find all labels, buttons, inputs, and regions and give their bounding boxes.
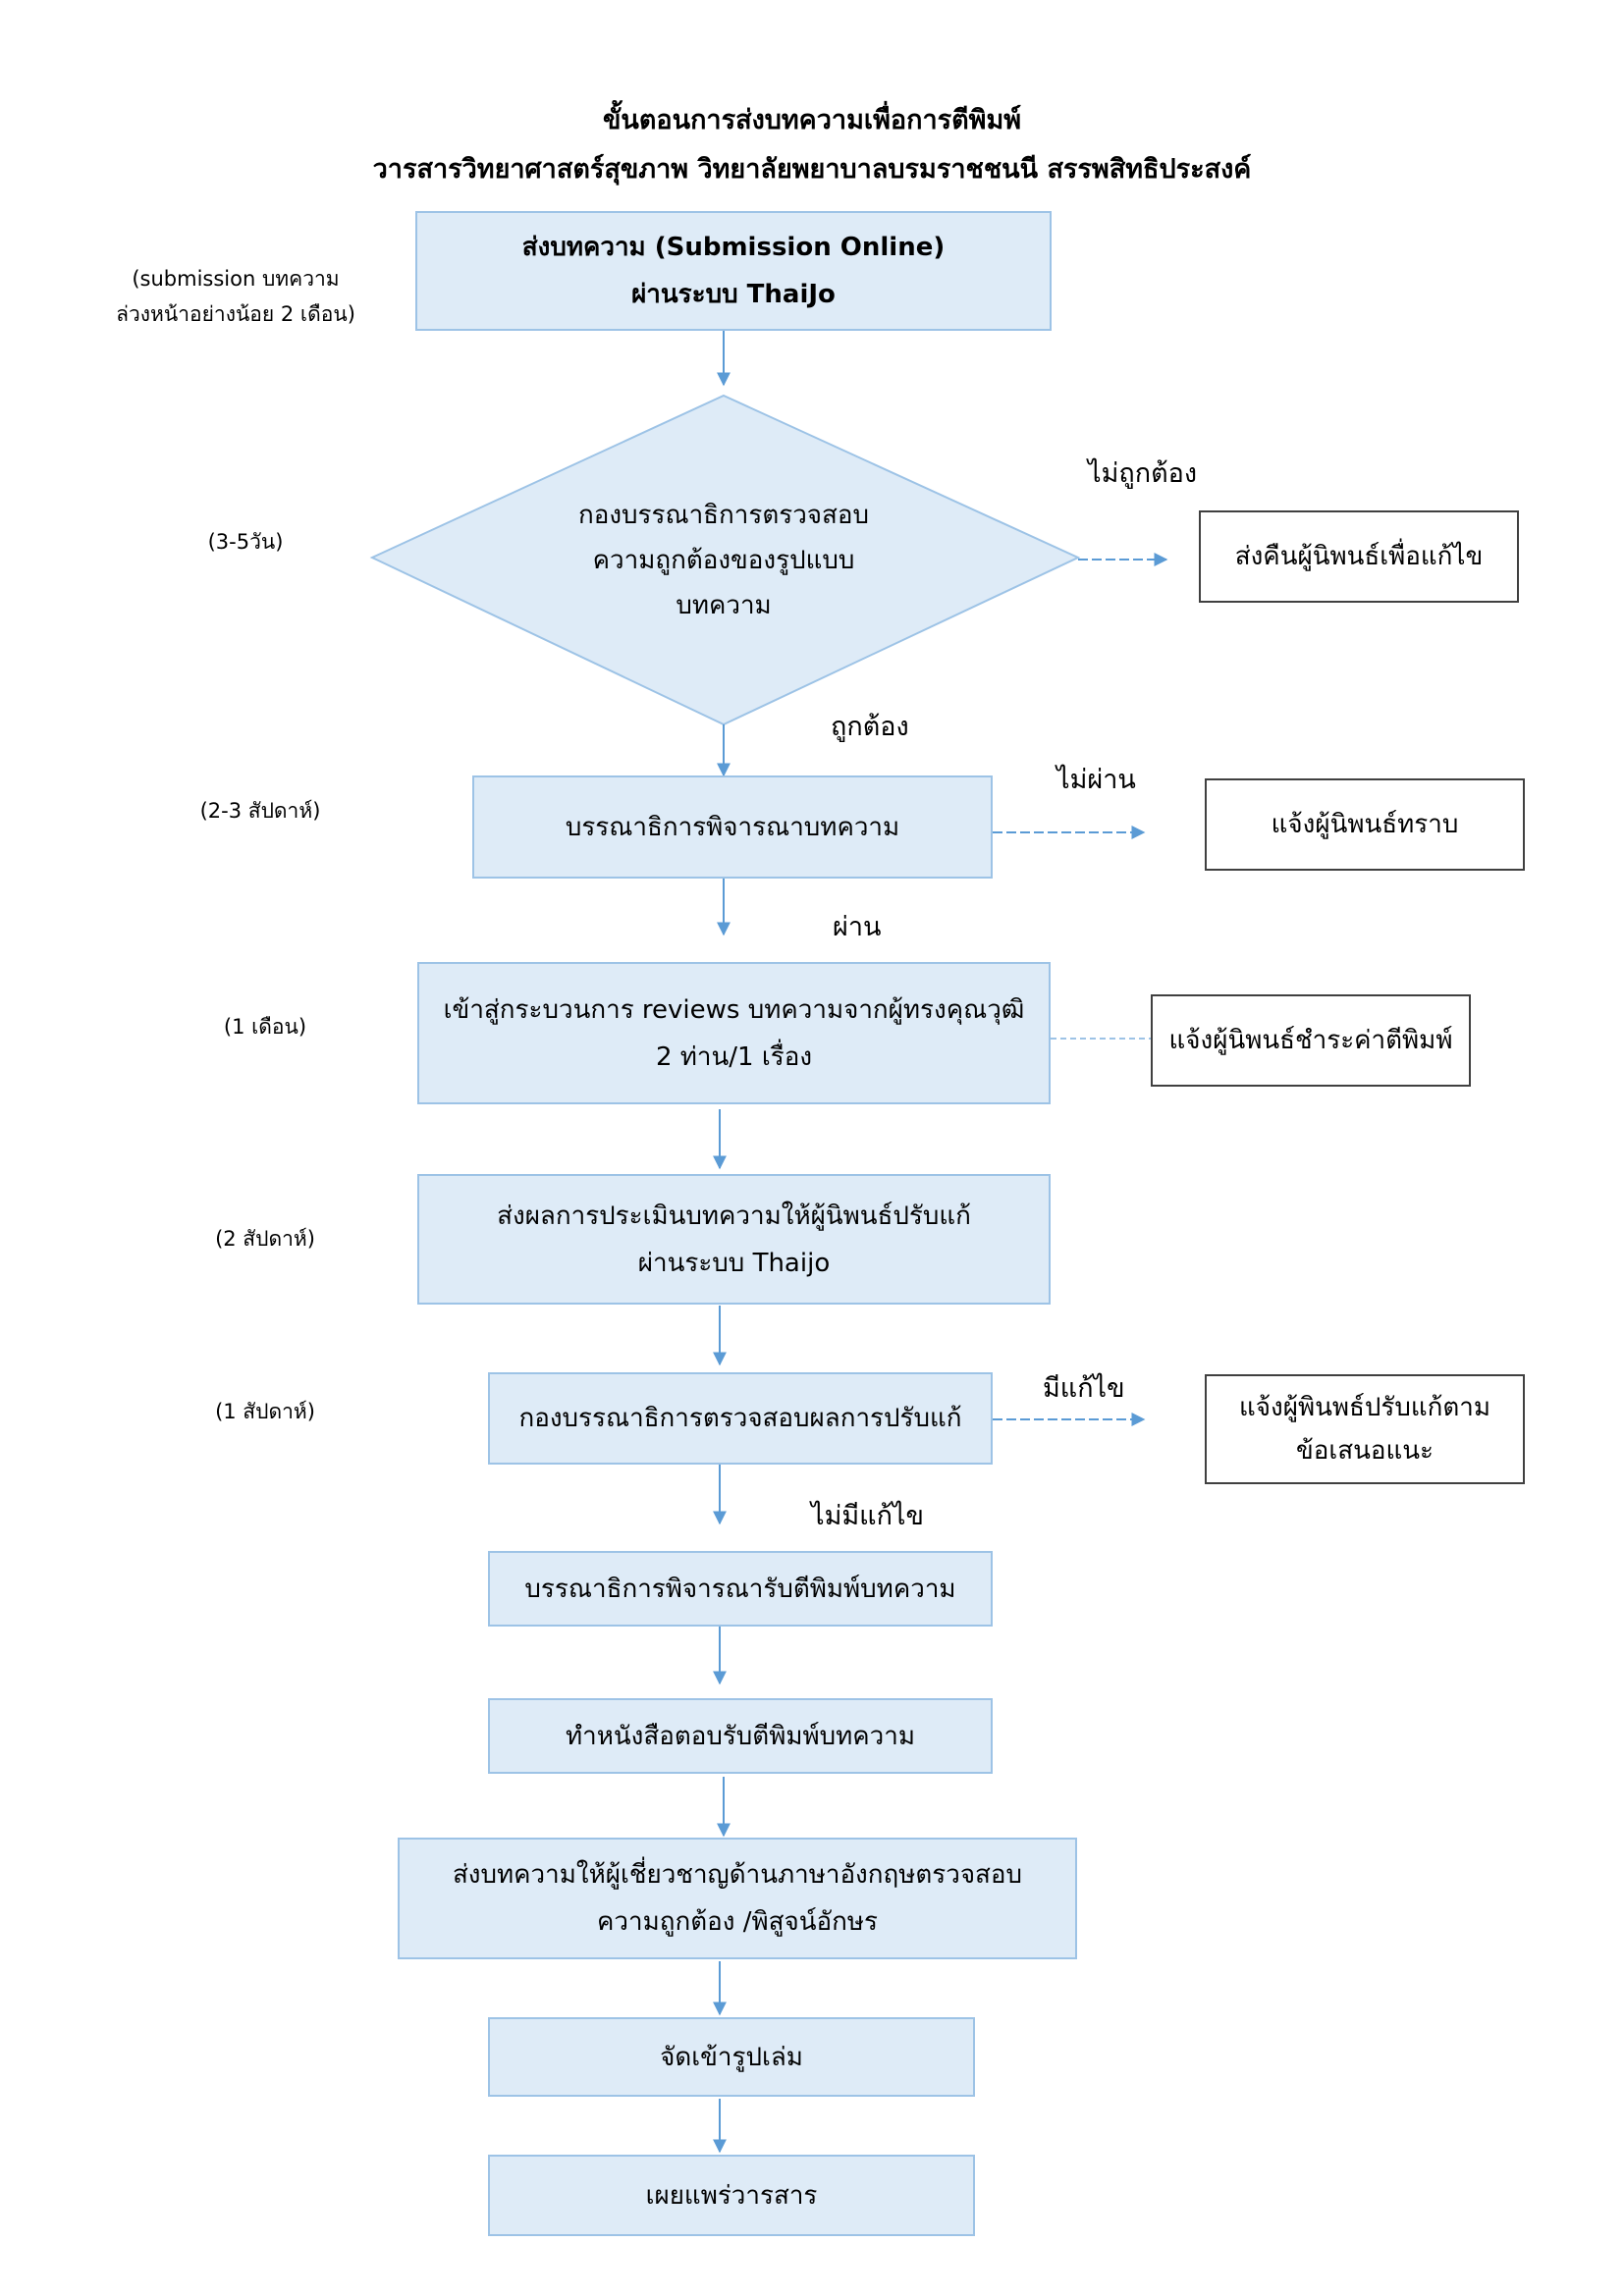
side-return: ส่งคืนผู้นิพนธ์เพื่อแก้ไข bbox=[1199, 510, 1519, 603]
page-title-line1: ขั้นตอนการส่งบทความเพื่อการตีพิมพ์ bbox=[602, 105, 1022, 135]
label-no-edits: ไม่มีแก้ไข bbox=[811, 1501, 924, 1531]
side-notify: แจ้งผู้นิพนธ์ทราบ bbox=[1205, 778, 1525, 871]
duration-submit: (submission บทความ ล่วงหน้าอย่างน้อย 2 เ… bbox=[116, 267, 355, 326]
side-revise: แจ้งผู้พินพธ์ปรับแก้ตามข้อเสนอแนะ bbox=[1205, 1374, 1525, 1484]
label-incorrect: ไม่ถูกต้อง bbox=[1088, 458, 1198, 489]
step-submit: ส่งบทความ (Submission Online)ผ่านระบบ Th… bbox=[415, 211, 1052, 331]
step-peer-review: เข้าสู่กระบวนการ reviews บทความจากผู้ทรง… bbox=[417, 962, 1051, 1104]
step-editor-review: บรรณาธิการพิจารณาบทความ bbox=[472, 775, 993, 879]
step-accept: บรรณาธิการพิจารณารับตีพิมพ์บทความ bbox=[488, 1551, 993, 1627]
label-fail: ไม่ผ่าน bbox=[1056, 765, 1136, 795]
duration-editor-review: (2-3 สัปดาห์) bbox=[199, 799, 321, 823]
label-has-edits: มีแก้ไข bbox=[1043, 1373, 1125, 1404]
step-send-results: ส่งผลการประเมินบทความให้ผู้นิพนธ์ปรับแก้… bbox=[417, 1174, 1051, 1305]
page-title-line2: วารสารวิทยาศาสตร์สุขภาพ วิทยาลัยพยาบาลบร… bbox=[372, 154, 1252, 185]
step-layout: จัดเข้ารูปเล่ม bbox=[488, 2017, 975, 2097]
duration-peer-review: (1 เดือน) bbox=[223, 1015, 307, 1039]
duration-check: (3-5วัน) bbox=[207, 530, 284, 554]
label-pass: ผ่าน bbox=[833, 912, 882, 942]
duration-send-results: (2 สัปดาห์) bbox=[215, 1227, 315, 1251]
step-letter: ทำหนังสือตอบรับตีพิมพ์บทความ bbox=[488, 1698, 993, 1774]
step-check-revision: กองบรรณาธิการตรวจสอบผลการปรับแก้ bbox=[488, 1372, 993, 1465]
duration-check-revision: (1 สัปดาห์) bbox=[215, 1400, 315, 1423]
step-check-text: กองบรรณาธิการตรวจสอบ ความถูกต้องของรูปแบ… bbox=[577, 501, 870, 620]
step-publish: เผยแพร่วารสาร bbox=[488, 2155, 975, 2236]
step-proofread: ส่งบทความให้ผู้เชี่ยวชาญด้านภาษาอังกฤษตร… bbox=[398, 1838, 1077, 1959]
side-fee: แจ้งผู้นิพนธ์ชำระค่าตีพิมพ์ bbox=[1151, 994, 1471, 1087]
label-correct: ถูกต้อง bbox=[831, 712, 909, 742]
